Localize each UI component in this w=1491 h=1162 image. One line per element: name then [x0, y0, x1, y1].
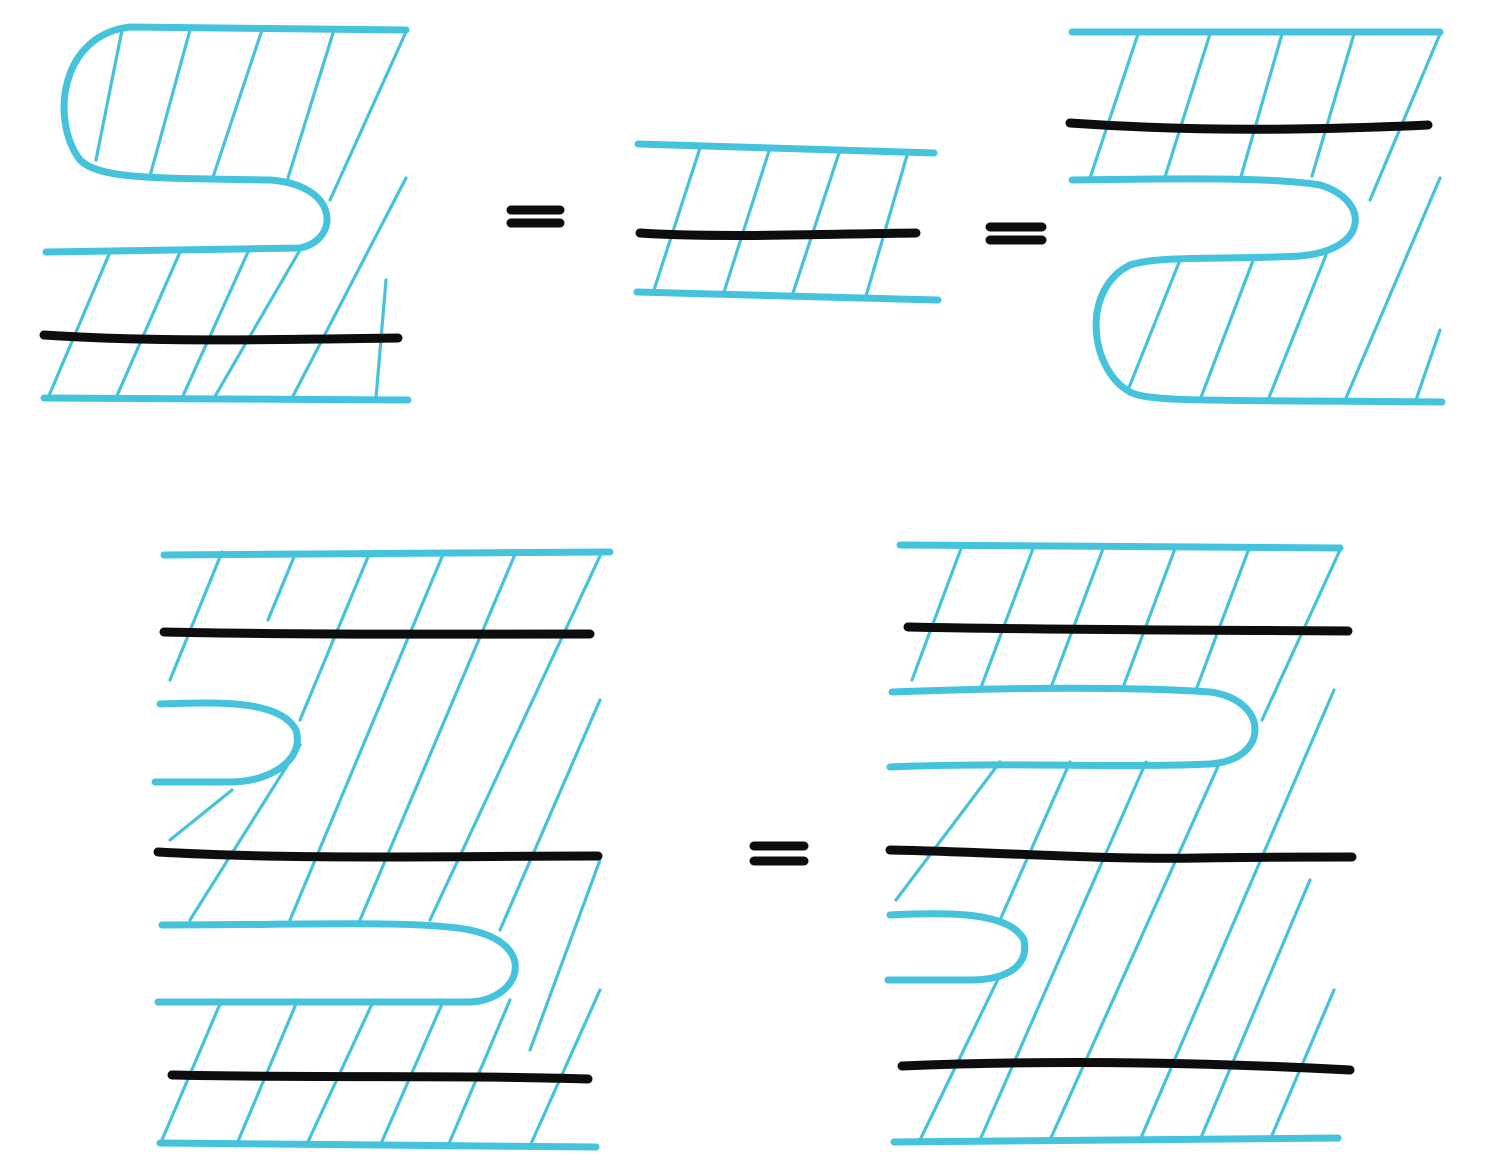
sheet-cup-lower — [884, 910, 1029, 984]
diagram-top-left — [39, 23, 412, 404]
equals-sign — [749, 841, 809, 866]
hatching — [160, 550, 602, 1148]
sheet-top — [896, 541, 1344, 552]
sheet-cup-upper — [151, 699, 301, 786]
diagram-top-center — [633, 140, 942, 304]
sheet-cup-lower — [154, 920, 519, 1006]
equals-sign — [506, 205, 565, 228]
hatching — [894, 544, 1342, 1142]
sheet-bottom — [890, 1134, 1342, 1146]
hatching — [46, 28, 408, 400]
strand — [159, 627, 595, 639]
strand — [167, 1070, 593, 1084]
sheet-bottom — [156, 1139, 600, 1151]
strand — [635, 228, 921, 240]
sheet-bottom — [633, 288, 942, 304]
strand — [897, 1058, 1355, 1075]
strand — [153, 847, 603, 862]
sheet-top — [634, 140, 938, 157]
diagram-bottom-right — [884, 541, 1357, 1146]
diagram-bottom-left — [151, 548, 614, 1151]
sheet-cup-upper — [886, 684, 1259, 771]
strand — [39, 330, 403, 345]
strand — [885, 845, 1357, 863]
sheet-boundary — [42, 23, 410, 256]
hatching — [1088, 32, 1442, 402]
sheet-top — [160, 548, 614, 559]
strand — [903, 622, 1353, 636]
strand — [1065, 118, 1433, 134]
hatching — [652, 146, 910, 298]
diagram-top-right — [1065, 28, 1446, 406]
sheet-boundary — [1068, 175, 1446, 406]
equals-sign — [985, 222, 1047, 245]
sheet-bottom — [40, 394, 412, 404]
